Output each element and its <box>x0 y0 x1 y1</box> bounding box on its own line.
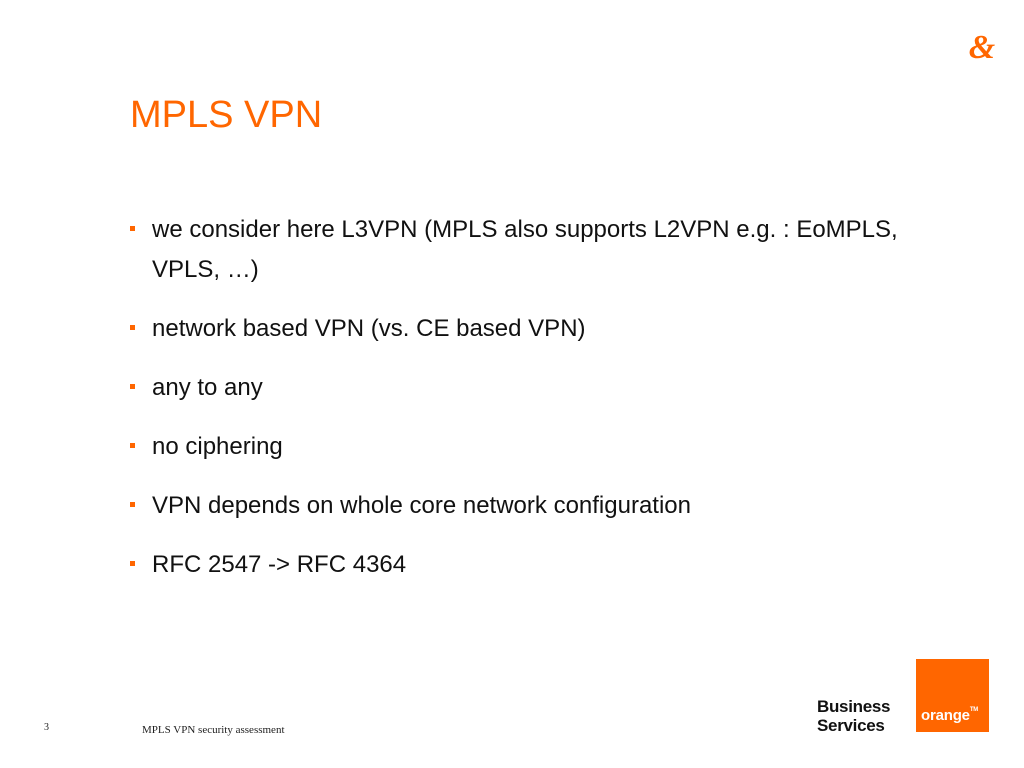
bullet-text: any to any <box>152 374 263 401</box>
square-bullet-icon <box>130 226 135 231</box>
bullet-item: any to any <box>130 368 930 408</box>
orange-logo: orangeTM <box>916 659 989 732</box>
orange-logo-text: orangeTM <box>921 707 979 724</box>
brand-line-2: Services <box>817 716 885 735</box>
svg-text:&: & <box>969 29 996 66</box>
square-bullet-icon <box>130 325 135 330</box>
brand-line-1: Business <box>817 697 891 716</box>
bullet-item: network based VPN (vs. CE based VPN) <box>130 309 930 349</box>
bullet-text: network based VPN (vs. CE based VPN) <box>152 315 586 342</box>
square-bullet-icon <box>130 384 135 389</box>
business-services-label: Business Services <box>817 697 890 735</box>
bullet-item: no ciphering <box>130 427 930 467</box>
ampersand-icon: & <box>962 28 1002 68</box>
bullet-text: RFC 2547 -> RFC 4364 <box>152 551 407 578</box>
square-bullet-icon <box>130 561 135 566</box>
page-number: 3 <box>44 722 49 733</box>
footer-title: MPLS VPN security assessment <box>142 724 285 736</box>
bullet-item: we consider here L3VPN (MPLS also suppor… <box>130 210 930 290</box>
bullet-text: we consider here L3VPN (MPLS also suppor… <box>152 216 898 283</box>
bullet-text: no ciphering <box>152 433 283 460</box>
slide-title: MPLS VPN <box>130 94 323 136</box>
square-bullet-icon <box>130 443 135 448</box>
bullet-item: VPN depends on whole core network config… <box>130 486 930 526</box>
bullet-text: VPN depends on whole core network config… <box>152 492 691 519</box>
square-bullet-icon <box>130 502 135 507</box>
bullet-item: RFC 2547 -> RFC 4364 <box>130 545 930 585</box>
bullet-list: we consider here L3VPN (MPLS also suppor… <box>130 210 930 585</box>
